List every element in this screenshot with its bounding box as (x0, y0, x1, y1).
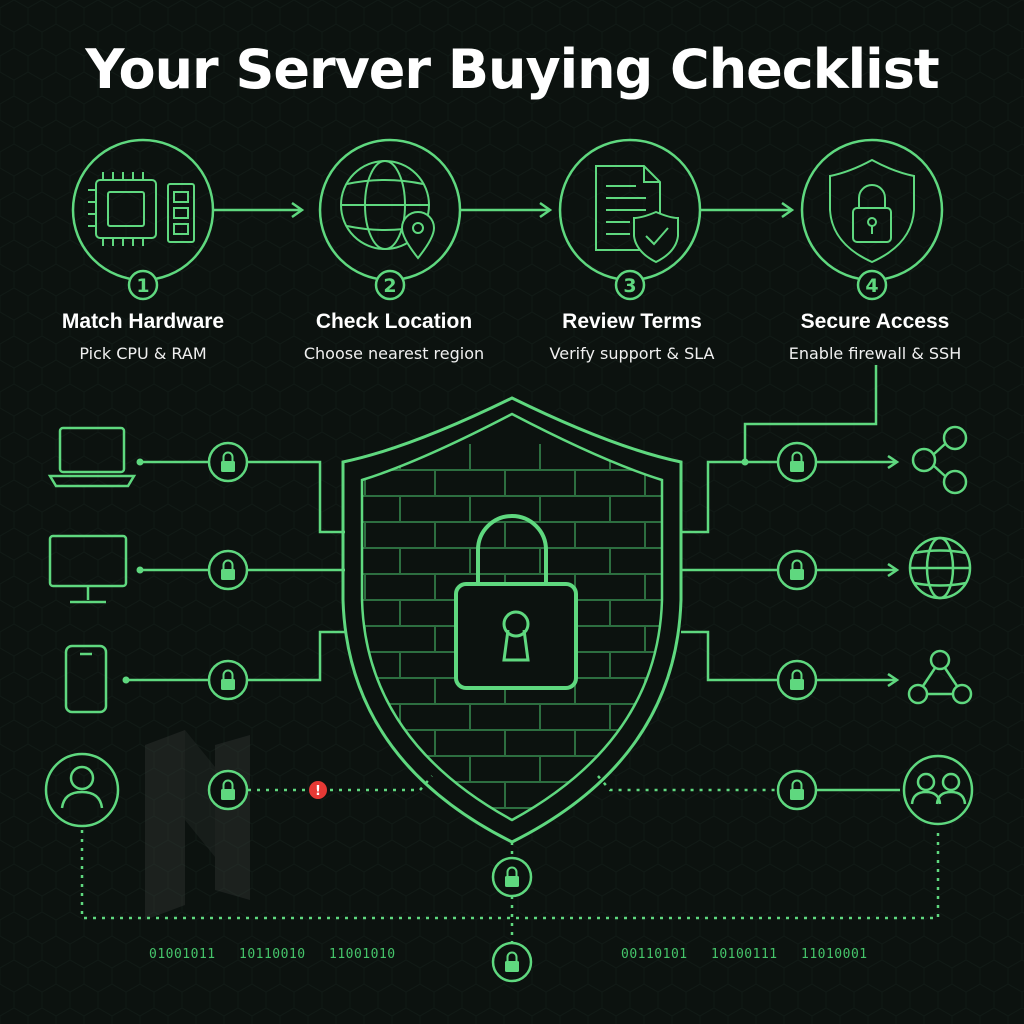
lock-badge-bottom-1 (491, 856, 533, 898)
lock-badge-right-1 (776, 441, 818, 483)
step-3-badge (558, 138, 702, 301)
step-4-number: 4 (865, 275, 878, 297)
step-3-caption: Review Terms Verify support & SLA (517, 310, 747, 363)
step-1-caption: Match Hardware Pick CPU & RAM (28, 310, 258, 363)
step-4-subtitle: Enable firewall & SSH (788, 344, 962, 363)
step-2-title: Check Location (315, 310, 473, 333)
step-arrow-1 (214, 201, 305, 219)
step-2-badge (318, 138, 462, 301)
globe-pin-icon (340, 160, 436, 260)
phone-icon (64, 644, 108, 714)
step-3-title: Review Terms (562, 310, 702, 333)
monitor-icon (48, 534, 128, 604)
alert-mark: ! (315, 784, 321, 799)
lock-badge-right-3 (776, 659, 818, 701)
firewall-shield (341, 396, 683, 844)
step-arrow-2 (461, 201, 553, 219)
binary-right-2: 10100111 (711, 947, 778, 962)
document-shield-icon (595, 165, 679, 264)
step-1-badge (71, 138, 215, 301)
binary-right-1: 00110101 (621, 947, 688, 962)
alert-icon (309, 781, 327, 799)
step-4-caption: Secure Access Enable firewall & SSH (760, 310, 990, 363)
lock-badge-bottom-2 (491, 941, 533, 983)
step4-connector (743, 365, 878, 462)
lock-badge-left-3 (207, 659, 249, 701)
lock-badge-left-1 (207, 441, 249, 483)
step-arrow-3 (701, 201, 795, 219)
left-connectors (80, 460, 940, 944)
step-2-caption: Check Location Choose nearest region (279, 310, 509, 363)
binary-right-3: 11010001 (801, 947, 868, 962)
binary-left-2: 10110010 (239, 947, 306, 962)
right-connectors (597, 460, 900, 792)
laptop-icon (47, 426, 137, 488)
page-title: Your Server Buying Checklist (85, 38, 939, 101)
users-icon (902, 754, 974, 826)
lock-badge-right-4 (776, 769, 818, 811)
step-3-subtitle: Verify support & SLA (549, 344, 715, 363)
shield-lock-icon (829, 158, 915, 264)
binary-left-1: 01001011 (149, 947, 216, 962)
step-1-number: 1 (136, 275, 149, 297)
network-icon (907, 649, 973, 705)
step-3-number: 3 (623, 275, 636, 297)
padlock-icon (454, 514, 578, 690)
lock-badge-right-2 (776, 549, 818, 591)
share-icon (911, 425, 968, 495)
globe-icon (908, 536, 972, 600)
step-4-badge (800, 138, 944, 301)
step-4-title: Secure Access (800, 310, 950, 333)
cpu-ram-icon (88, 172, 195, 246)
step-1-subtitle: Pick CPU & RAM (79, 344, 207, 363)
step-2-number: 2 (383, 275, 396, 297)
lock-badge-left-4 (207, 769, 249, 811)
step-1-title: Match Hardware (61, 310, 225, 333)
step-2-subtitle: Choose nearest region (303, 344, 485, 363)
user-icon (44, 752, 120, 828)
binary-left-3: 11001010 (329, 947, 396, 962)
lock-badge-left-2 (207, 549, 249, 591)
right-arrowheads (887, 454, 900, 688)
